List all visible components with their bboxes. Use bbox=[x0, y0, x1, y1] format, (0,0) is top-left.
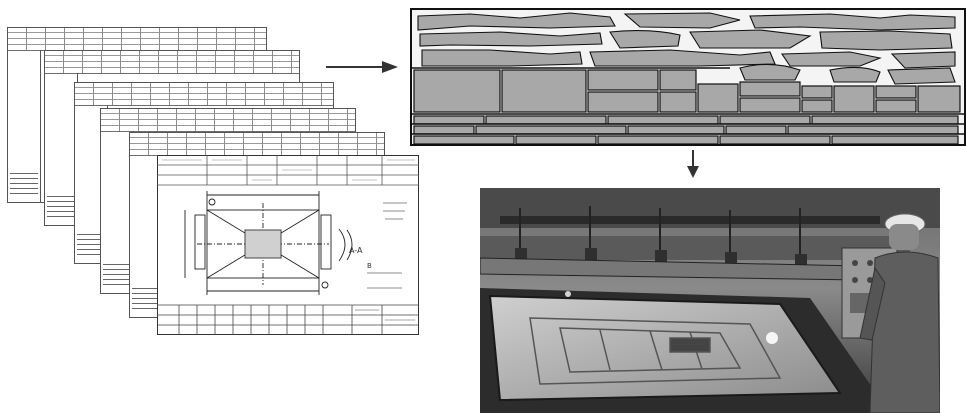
nested-part bbox=[414, 116, 484, 124]
nested-part bbox=[726, 126, 786, 134]
nested-part bbox=[588, 70, 658, 90]
drawing-stack: A-A B bbox=[0, 0, 430, 340]
arrow-to-photo bbox=[684, 148, 702, 180]
nested-part bbox=[502, 70, 586, 112]
nested-part bbox=[516, 136, 596, 144]
nested-part bbox=[660, 92, 696, 112]
nested-part bbox=[802, 86, 832, 98]
nested-part bbox=[876, 86, 916, 98]
nested-part bbox=[476, 126, 626, 134]
nested-part bbox=[802, 100, 832, 112]
nested-part bbox=[588, 92, 658, 112]
nested-part bbox=[720, 136, 830, 144]
arrow-to-nesting bbox=[324, 58, 400, 78]
view-label: B bbox=[367, 262, 372, 270]
nested-part bbox=[414, 70, 500, 112]
cutting-spark bbox=[766, 332, 778, 344]
nested-part bbox=[720, 116, 810, 124]
nested-part bbox=[812, 116, 958, 124]
nested-part bbox=[598, 136, 718, 144]
nested-part bbox=[660, 70, 696, 90]
nested-part bbox=[414, 136, 514, 144]
nested-part bbox=[608, 116, 718, 124]
nested-part bbox=[414, 126, 474, 134]
nested-part bbox=[740, 82, 800, 96]
nested-part bbox=[698, 84, 738, 112]
nesting-layout bbox=[410, 8, 966, 146]
nested-part bbox=[788, 126, 958, 134]
cutting-machine-photo bbox=[480, 188, 940, 413]
nested-part bbox=[628, 126, 724, 134]
nested-part bbox=[834, 86, 874, 112]
nested-part bbox=[740, 98, 800, 112]
nested-part bbox=[876, 100, 916, 112]
front-drawing-sheet: A-A B bbox=[157, 155, 419, 335]
section-label: A-A bbox=[349, 246, 363, 255]
nested-part bbox=[486, 116, 606, 124]
nested-part bbox=[832, 136, 958, 144]
nested-part bbox=[918, 86, 960, 112]
cutting-spark-2 bbox=[565, 291, 571, 297]
